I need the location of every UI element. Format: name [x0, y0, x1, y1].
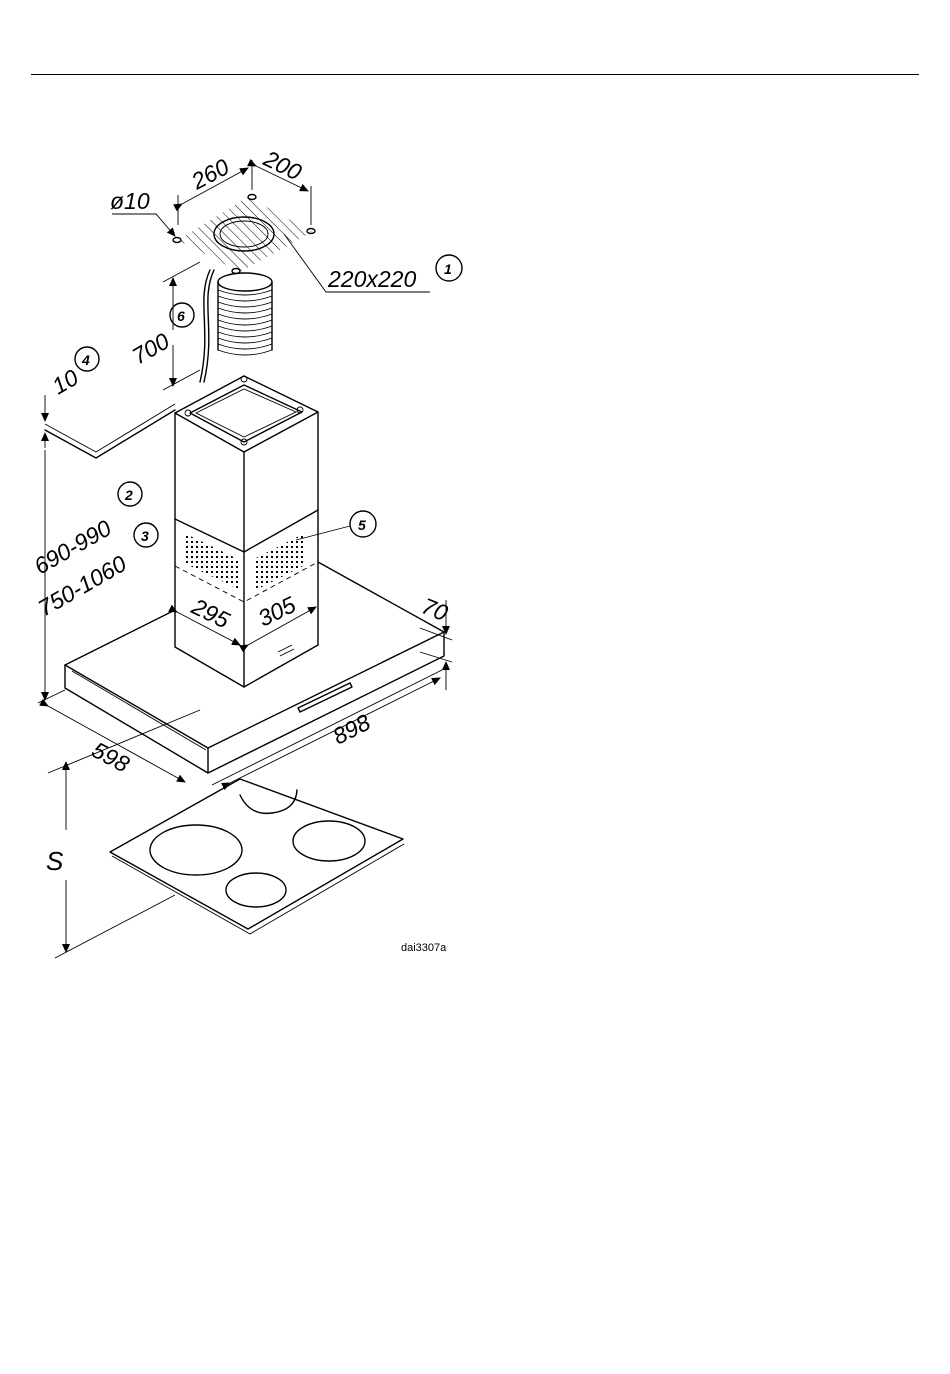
ceiling-offset-label: 10 [48, 364, 83, 399]
mounting-height-dimension [48, 710, 200, 958]
figure-reference: dai3307a [401, 942, 447, 954]
vent-grille-left [184, 533, 240, 590]
canopy-depth-label: 598 [88, 736, 134, 777]
flexible-duct [218, 273, 272, 355]
hole-diameter-label: ø10 [110, 188, 150, 214]
duct-cutout-label: 220x220 [327, 266, 416, 292]
canopy-height-label: 70 [418, 593, 452, 627]
svg-text:2: 2 [124, 487, 133, 503]
burner-back [240, 790, 297, 813]
chimney-upper [175, 376, 318, 552]
callout-4: 4 [75, 347, 99, 371]
svg-text:4: 4 [81, 352, 90, 368]
svg-text:3: 3 [141, 528, 149, 544]
hole-spacing-left-label: 260 [186, 153, 233, 195]
ceiling-edge [45, 395, 175, 458]
svg-text:5: 5 [358, 517, 366, 533]
callout-2: 2 [118, 482, 142, 506]
burner-large [150, 825, 242, 875]
callout-3: 3 [134, 523, 158, 547]
chimney-width-left-label: 295 [187, 593, 234, 634]
canopy-width-label: 898 [328, 709, 374, 750]
burner-right [293, 821, 365, 861]
duct-length-label: 700 [128, 328, 174, 370]
hole-spacing-right-label: 200 [259, 145, 306, 186]
callout-6: 6 [170, 303, 194, 327]
svg-text:1: 1 [444, 261, 452, 277]
svg-text:6: 6 [177, 308, 185, 324]
burner-small [226, 873, 286, 907]
chimney-width-right-label: 305 [254, 591, 300, 631]
chimney-logo [278, 645, 294, 656]
control-panel [298, 683, 352, 712]
cooktop [110, 779, 404, 934]
duct-length-dimension [163, 262, 200, 390]
power-cable [200, 270, 214, 382]
hood-canopy [65, 562, 444, 773]
callout-1: 1 [436, 255, 462, 281]
mounting-height-label: S [46, 846, 64, 876]
